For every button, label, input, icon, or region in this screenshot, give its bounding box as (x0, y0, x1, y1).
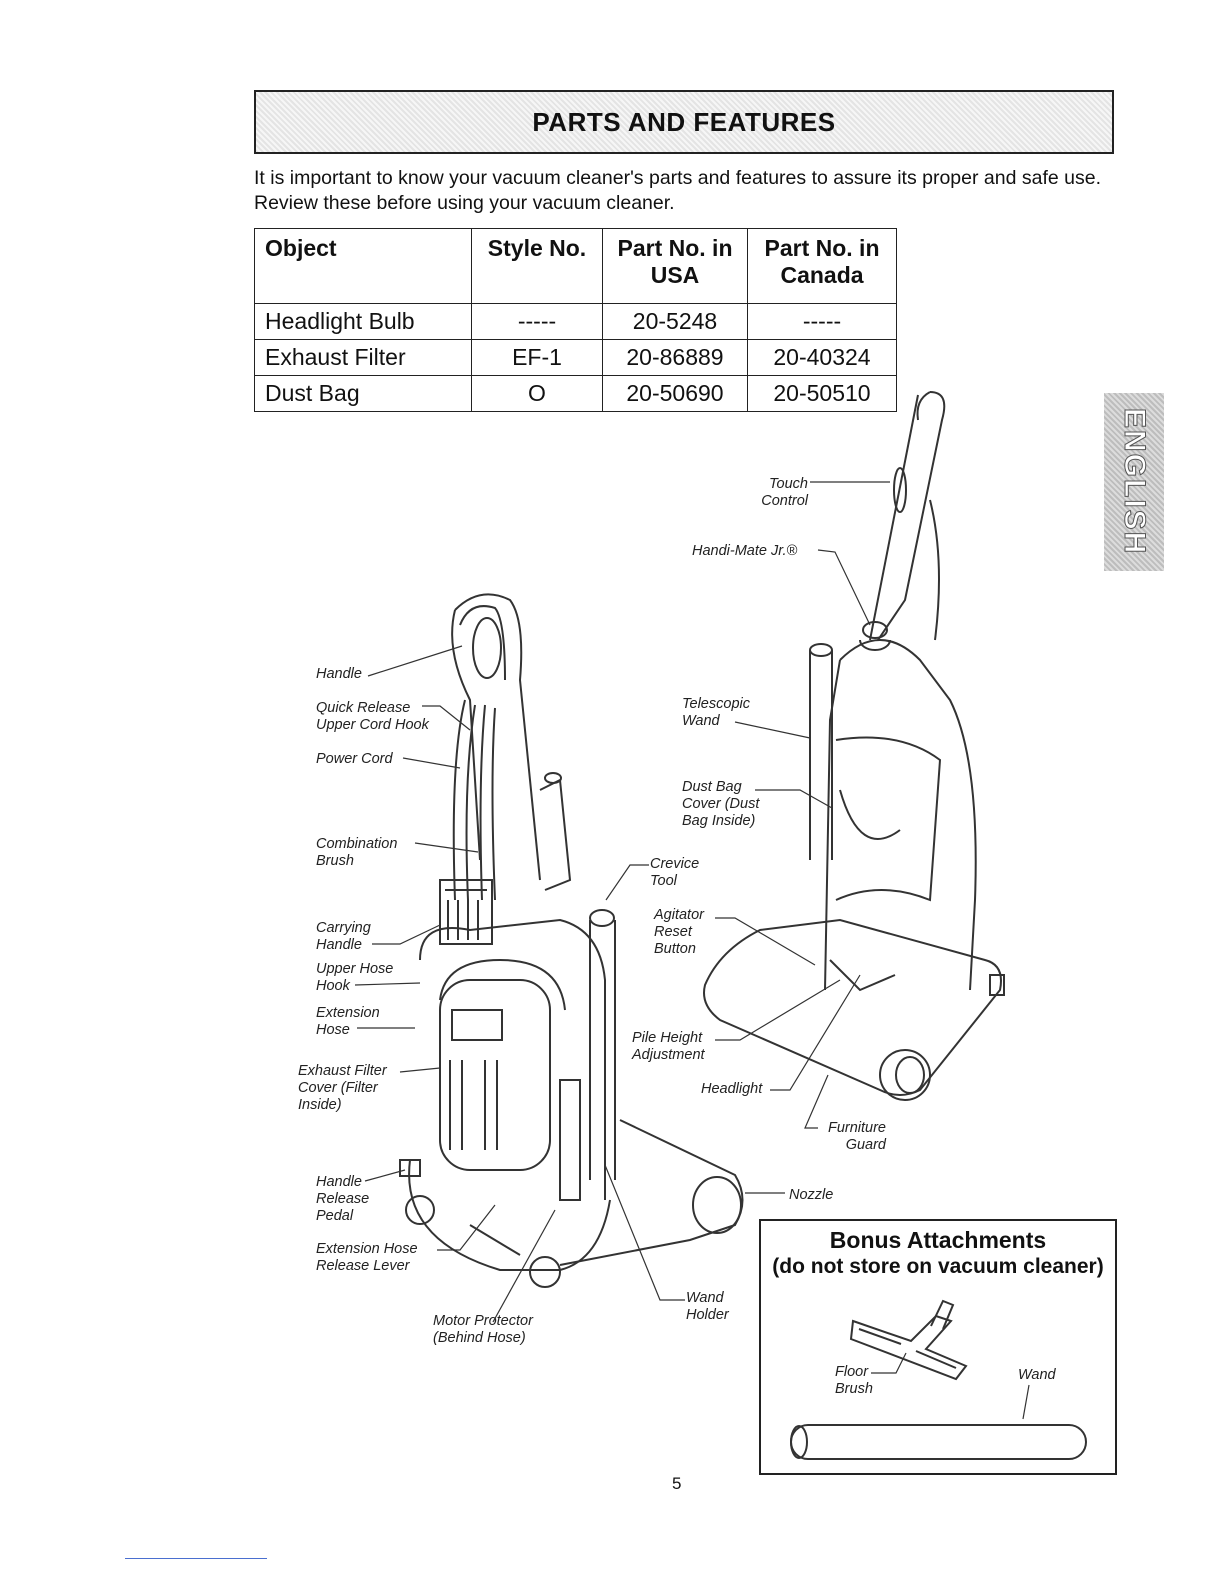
cell-style: ----- (471, 303, 603, 340)
label-upper-hose-hook: Upper Hose Hook (316, 961, 394, 994)
bonus-subtitle: (do not store on vacuum cleaner) (772, 1255, 1104, 1278)
cell-canada: 20-50510 (747, 375, 897, 412)
section-title-bar: PARTS AND FEATURES (254, 90, 1114, 154)
label-handle-release-pedal: Handle Release Pedal (316, 1174, 370, 1224)
bonus-attachments-box: Bonus Attachments (do not store on vacuu… (759, 1219, 1117, 1475)
wand-icon (790, 1424, 1087, 1460)
section-title: PARTS AND FEATURES (532, 106, 836, 137)
label-handle: Handle (316, 666, 362, 682)
front-view-vacuum (703, 391, 1005, 1101)
language-tab: ENGLISH (1104, 393, 1164, 571)
label-crevice-tool: Crevice Tool (650, 856, 700, 889)
label-pile-height: Pile Height Adjustment (632, 1030, 705, 1063)
table-row: Dust Bag O 20-50690 20-50510 (254, 375, 897, 412)
label-extension-hose: Extension Hose (316, 1005, 380, 1038)
label-touch-control: Touch Control (761, 476, 808, 509)
header-part-usa: Part No. in USA (602, 228, 748, 304)
language-tab-label: ENGLISH (1118, 408, 1152, 556)
label-combination-brush: Combination Brush (316, 836, 398, 869)
leader-lines (354, 481, 890, 1323)
label-wand-holder: Wand Holder (686, 1290, 729, 1323)
label-floor-brush: Floor Brush (835, 1364, 873, 1397)
label-dust-bag-cover: Dust Bag Cover (Dust Bag Inside) (682, 779, 760, 829)
parts-table: Object Style No. Part No. in USA Part No… (254, 228, 897, 412)
intro-paragraph: It is important to know your vacuum clea… (254, 167, 1101, 214)
label-extension-hose-release: Extension Hose Release Lever (316, 1241, 418, 1274)
label-telescopic-wand: Telescopic Wand (682, 696, 750, 729)
label-handi-mate: Handi-Mate Jr.® (692, 543, 798, 559)
bonus-attachments-illustration (790, 1299, 1087, 1460)
floor-brush-icon (849, 1299, 968, 1381)
cell-usa: 20-5248 (602, 303, 748, 340)
label-quick-release: Quick Release Upper Cord Hook (316, 700, 429, 733)
cell-style: O (471, 375, 603, 412)
label-agitator-reset: Agitator Reset Button (654, 907, 704, 957)
cell-object: Exhaust Filter (254, 339, 472, 376)
bonus-title: Bonus Attachments (829, 1227, 1047, 1253)
label-carrying-handle: Carrying Handle (316, 920, 371, 953)
label-furniture-guard: Furniture Guard (827, 1120, 886, 1153)
label-wand: Wand (1018, 1367, 1056, 1383)
header-part-canada: Part No. in Canada (747, 228, 897, 304)
table-header-row: Object Style No. Part No. in USA Part No… (254, 228, 897, 304)
label-motor-protector: Motor Protector (Behind Hose) (433, 1313, 533, 1346)
cell-object: Dust Bag (254, 375, 472, 412)
cell-canada: ----- (747, 303, 897, 340)
label-nozzle: Nozzle (789, 1187, 834, 1203)
header-style-no: Style No. (471, 228, 603, 304)
label-exhaust-filter-cover: Exhaust Filter Cover (Filter Inside) (298, 1063, 387, 1113)
label-headlight: Headlight (701, 1081, 763, 1097)
footer-rule (125, 1558, 267, 1559)
page-number: 5 (672, 1474, 682, 1493)
label-power-cord: Power Cord (316, 751, 393, 767)
cell-usa: 20-86889 (602, 339, 748, 376)
cell-usa: 20-50690 (602, 375, 748, 412)
rear-view-vacuum (399, 593, 744, 1288)
